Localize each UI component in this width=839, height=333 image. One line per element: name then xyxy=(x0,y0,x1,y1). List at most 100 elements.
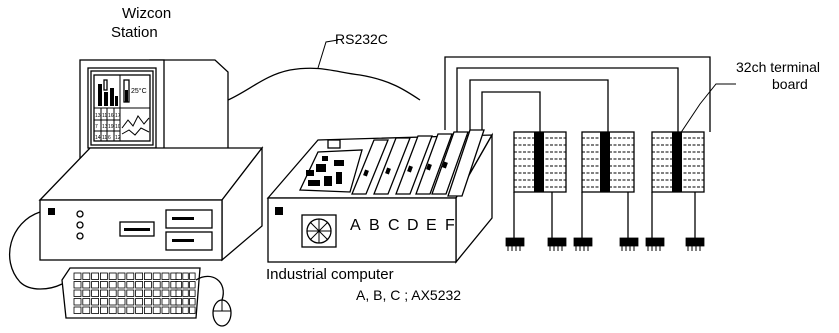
fan-icon xyxy=(302,215,336,247)
terminal-board-3 xyxy=(652,132,704,192)
cable-bundle xyxy=(445,57,710,132)
pc-led-3 xyxy=(77,233,83,239)
sensor-connectors xyxy=(506,192,704,251)
keyboard-key xyxy=(118,282,125,289)
industrial-computer-label: Industrial computer xyxy=(266,266,394,283)
keypad-key xyxy=(176,282,182,289)
sensor-connector xyxy=(646,238,664,246)
sensor-connector xyxy=(574,238,592,246)
keyboard-key xyxy=(127,299,134,306)
keyboard-key xyxy=(144,290,151,297)
svg-text:19: 19 xyxy=(108,124,114,130)
keyboard-key xyxy=(153,299,160,306)
keyboard-key xyxy=(127,307,134,314)
svg-text:12: 12 xyxy=(115,135,121,141)
keypad-key xyxy=(183,290,189,297)
sensor-connector xyxy=(548,238,566,246)
rs232c-label: RS232C xyxy=(335,31,388,47)
keypad-key xyxy=(183,307,189,314)
keyboard-key xyxy=(162,282,169,289)
keypad-key xyxy=(176,307,182,314)
pc-led-1 xyxy=(77,211,83,217)
keyboard-key xyxy=(162,299,169,306)
keyboard-key xyxy=(83,307,90,314)
desktop-pc xyxy=(40,148,262,260)
svg-text:13: 13 xyxy=(95,113,101,119)
keypad-key xyxy=(183,273,189,280)
svg-text:11: 11 xyxy=(102,113,107,119)
slot-label-a: A xyxy=(350,217,361,234)
svg-text:16: 16 xyxy=(108,113,114,119)
svg-text:11: 11 xyxy=(102,135,107,141)
keyboard-key xyxy=(92,307,99,314)
keyboard-key xyxy=(74,273,81,280)
slot-label-c: C xyxy=(388,217,400,234)
keypad-key xyxy=(190,299,196,306)
keyboard-key xyxy=(136,282,143,289)
keypad-key xyxy=(190,307,196,314)
keyboard-key xyxy=(162,307,169,314)
slot-label-b: B xyxy=(369,217,380,234)
keyboard-key xyxy=(100,299,107,306)
keyboard-key xyxy=(127,282,134,289)
keyboard-key xyxy=(109,282,116,289)
keyboard-key xyxy=(83,282,90,289)
keyboard-key xyxy=(100,290,107,297)
svg-text:17: 17 xyxy=(115,113,121,119)
keyboard-key xyxy=(144,299,151,306)
keyboard-key xyxy=(83,290,90,297)
keyboard-key xyxy=(144,273,151,280)
keyboard-key xyxy=(83,299,90,306)
keyboard-key xyxy=(136,290,143,297)
keyboard-key xyxy=(153,290,160,297)
keyboard-key xyxy=(74,290,81,297)
svg-text:6: 6 xyxy=(108,135,111,141)
slot-label-f: F xyxy=(445,217,455,234)
keyboard-key xyxy=(153,282,160,289)
keyboard-key xyxy=(74,282,81,289)
pc-led-2 xyxy=(77,222,83,228)
monitor: 25°C 13 11 16 17 7 13 19 10 14 11 6 12 xyxy=(80,60,228,158)
keyboard-key xyxy=(74,299,81,306)
keyboard-key xyxy=(109,299,116,306)
keyboard-key xyxy=(136,307,143,314)
keypad-key xyxy=(190,282,196,289)
svg-text:14: 14 xyxy=(95,135,101,141)
board-note-label: A, B, C ; AX5232 xyxy=(356,287,461,303)
keypad-key xyxy=(176,273,182,280)
keypad-key xyxy=(176,290,182,297)
rs232c-cable xyxy=(228,68,420,100)
industrial-computer: A B C D E F xyxy=(268,130,492,262)
keyboard-key xyxy=(92,273,99,280)
keyboard-key xyxy=(109,290,116,297)
mouse xyxy=(213,300,231,326)
keyboard-key xyxy=(118,290,125,297)
keyboard-key xyxy=(162,273,169,280)
wizcon-label-line1: Wizcon xyxy=(122,5,171,22)
terminal-board-1 xyxy=(514,132,566,192)
keyboard-key xyxy=(109,307,116,314)
terminal-board-label-line1: 32ch terminal xyxy=(736,59,820,75)
screen-temperature: 25°C xyxy=(131,87,147,95)
keyboard-key xyxy=(118,299,125,306)
keyboard-key xyxy=(109,273,116,280)
keyboard-key xyxy=(92,299,99,306)
terminal-board-label-line2: board xyxy=(772,76,808,92)
keyboard xyxy=(62,268,200,318)
keyboard-key xyxy=(153,307,160,314)
keyboard-key xyxy=(100,282,107,289)
keyboard-key xyxy=(83,273,90,280)
sensor-connector xyxy=(620,238,638,246)
svg-text:7: 7 xyxy=(95,124,98,130)
svg-text:13: 13 xyxy=(102,124,108,130)
keyboard-key xyxy=(144,307,151,314)
keyboard-key xyxy=(136,299,143,306)
sensor-connector xyxy=(506,238,524,246)
keyboard-key xyxy=(136,273,143,280)
keypad-key xyxy=(183,299,189,306)
wizcon-label-line2: Station xyxy=(111,24,158,41)
keyboard-key xyxy=(92,282,99,289)
keyboard-key xyxy=(118,307,125,314)
keyboard-key xyxy=(153,273,160,280)
